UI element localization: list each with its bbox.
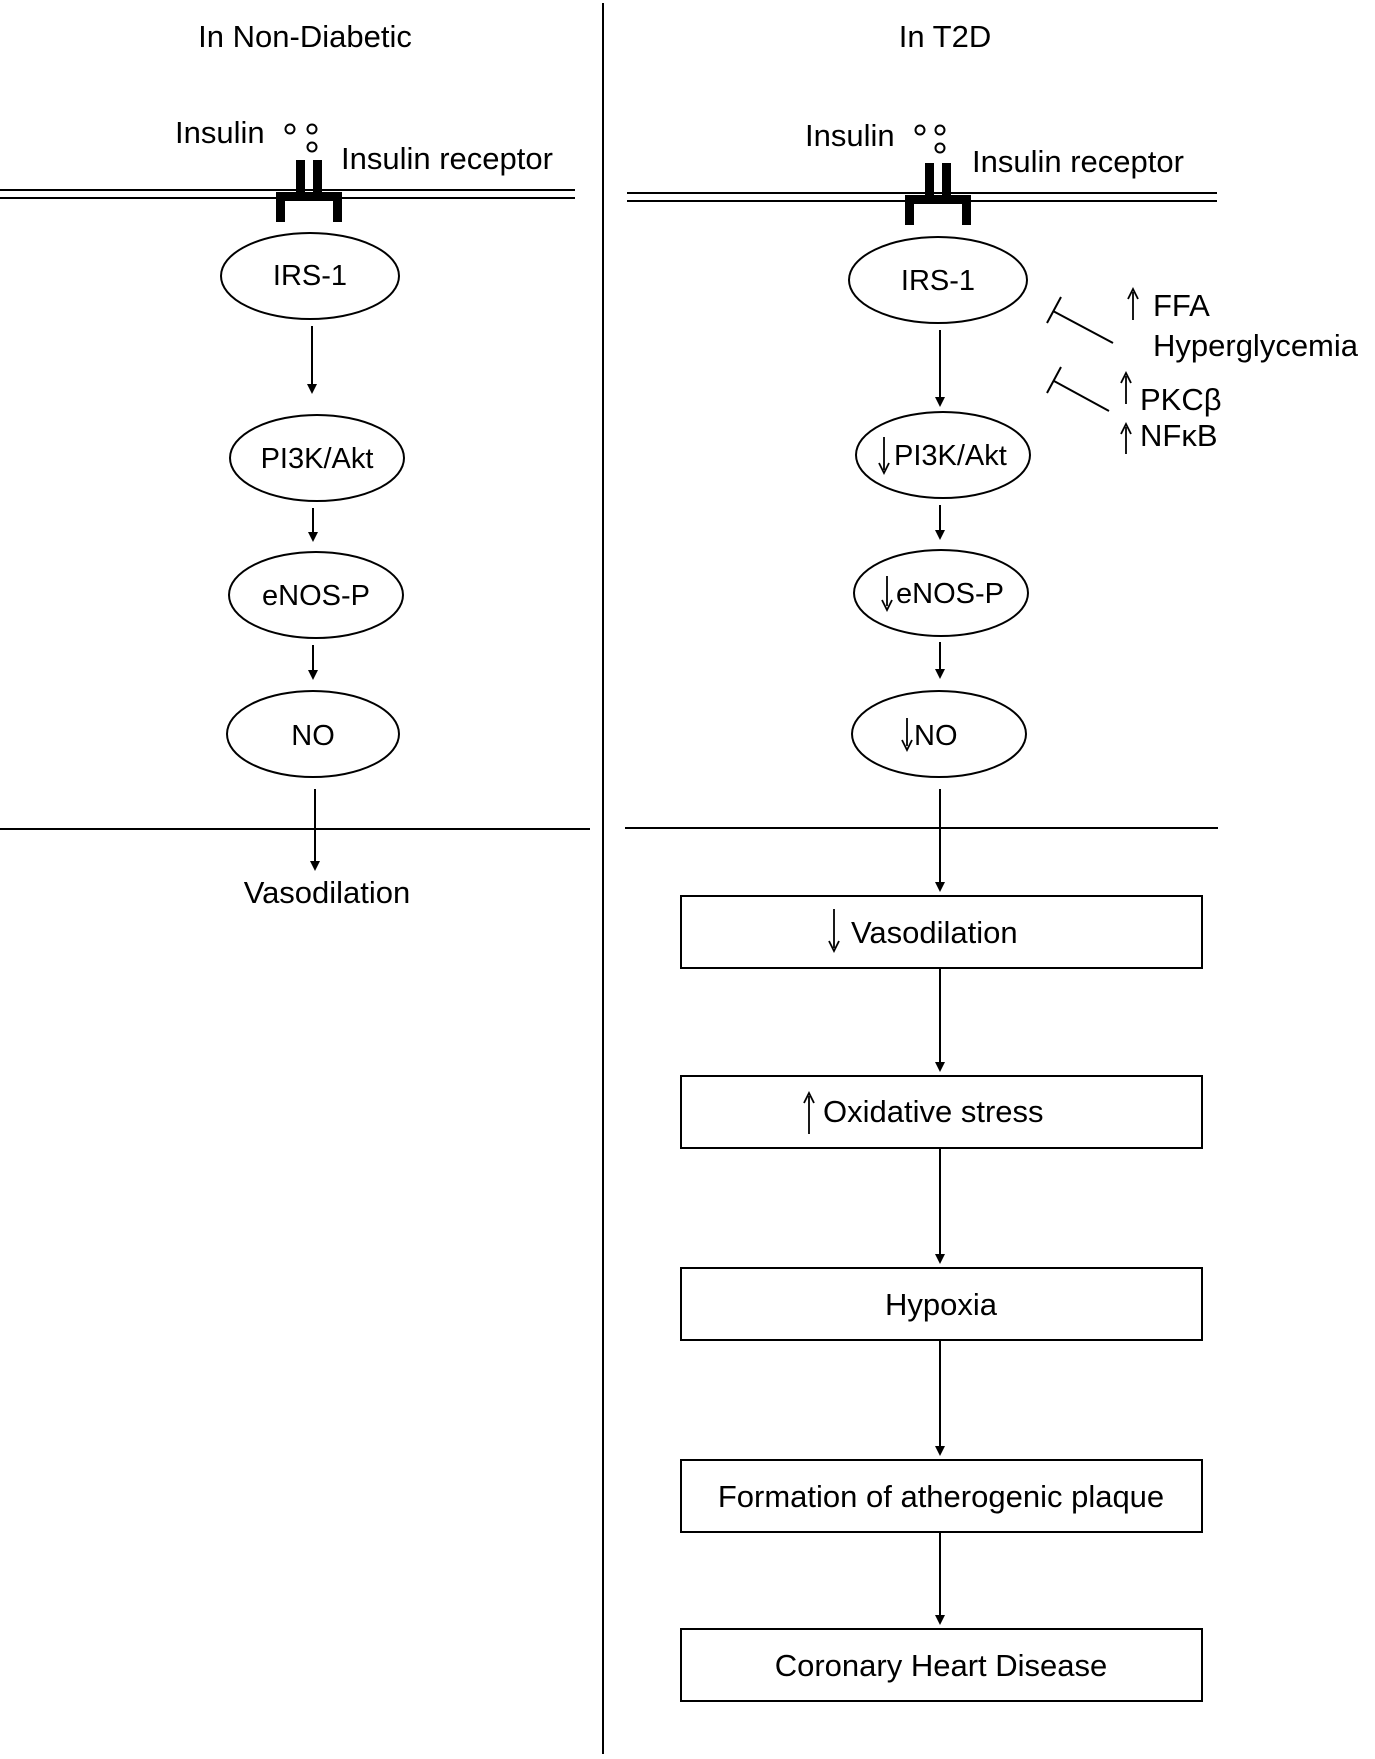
outcome-box-hypoxia: Hypoxia [680,1267,1203,1341]
pathway-node-pi3k-akt: PI3K/Akt [855,411,1031,499]
outcome-box-atherogenic-plaque: Formation of atherogenic plaque [680,1459,1203,1533]
pathway-node-no: NO [226,690,400,778]
svg-text:IRS-1: IRS-1 [273,260,347,292]
down-arrow-icon [828,909,840,954]
svg-text:NO: NO [291,720,335,752]
regulator-group-ffa-hyperglycemia: FFA Hyperglycemia [1046,286,1359,363]
regulator-hyperglycemia: Hyperglycemia [1153,328,1359,363]
outcome-box-oxidative-stress: Oxidative stress [680,1075,1203,1149]
down-arrow-icon [878,437,890,476]
svg-text:PI3K/Akt: PI3K/Akt [261,443,374,475]
outcome-vasodilation: Vasodilation [244,875,411,910]
regulator-group-pkc-nfkb: PKCβ NFκB [1046,366,1222,454]
pathway-node-enos-p: eNOS-P [228,551,404,639]
up-arrow-icon [1120,421,1132,454]
inhibition-bar-icon [1046,296,1114,344]
up-arrow-icon [803,1090,815,1134]
insulin-receptor-icon [905,163,971,225]
pathway-node-irs1: IRS-1 [220,232,400,320]
svg-text:PI3K/Akt: PI3K/Akt [894,440,1007,472]
insulin-label: Insulin [805,118,895,153]
outcome-box-coronary-heart-disease: Coronary Heart Disease [680,1628,1203,1702]
insulin-receptor-label: Insulin receptor [972,144,1184,179]
right-panel-title: In T2D [899,19,991,54]
svg-text:IRS-1: IRS-1 [901,265,975,297]
pathway-node-irs1: IRS-1 [848,236,1028,324]
svg-text:Hypoxia: Hypoxia [885,1287,998,1322]
svg-text:Formation of atherogenic plaqu: Formation of atherogenic plaque [718,1479,1164,1514]
left-panel-title: In Non-Diabetic [198,19,412,54]
insulin-molecule-icon [284,123,318,153]
left-panel: In Non-Diabetic Insulin Insulin receptor… [0,19,590,910]
svg-text:eNOS-P: eNOS-P [896,578,1004,610]
down-arrow-icon [881,576,893,613]
up-arrow-icon [1127,286,1139,320]
pathway-node-pi3k-akt: PI3K/Akt [229,414,405,502]
insulin-molecule-icon [914,124,946,154]
regulator-ffa: FFA [1153,288,1210,323]
insulin-receptor-icon [276,160,342,222]
svg-text:NO: NO [914,720,958,752]
pathway-node-no: NO [851,690,1027,778]
outcome-box-vasodilation: Vasodilation [680,895,1203,969]
insulin-receptor-label: Insulin receptor [341,141,553,176]
up-arrow-icon [1120,370,1132,404]
insulin-label: Insulin [175,115,265,150]
regulator-nfkb: NFκB [1140,418,1218,453]
svg-text:Oxidative stress: Oxidative stress [823,1094,1044,1129]
svg-text:eNOS-P: eNOS-P [262,580,370,612]
inhibition-bar-icon [1046,366,1110,412]
right-panel: In T2D Insulin Insulin receptor IRS-1 [625,19,1359,1702]
down-arrow-icon [901,718,913,753]
svg-text:Coronary Heart Disease: Coronary Heart Disease [775,1648,1108,1683]
svg-text:Vasodilation: Vasodilation [851,915,1018,950]
pathway-node-enos-p: eNOS-P [853,549,1029,637]
regulator-pkc-beta: PKCβ [1140,382,1222,417]
